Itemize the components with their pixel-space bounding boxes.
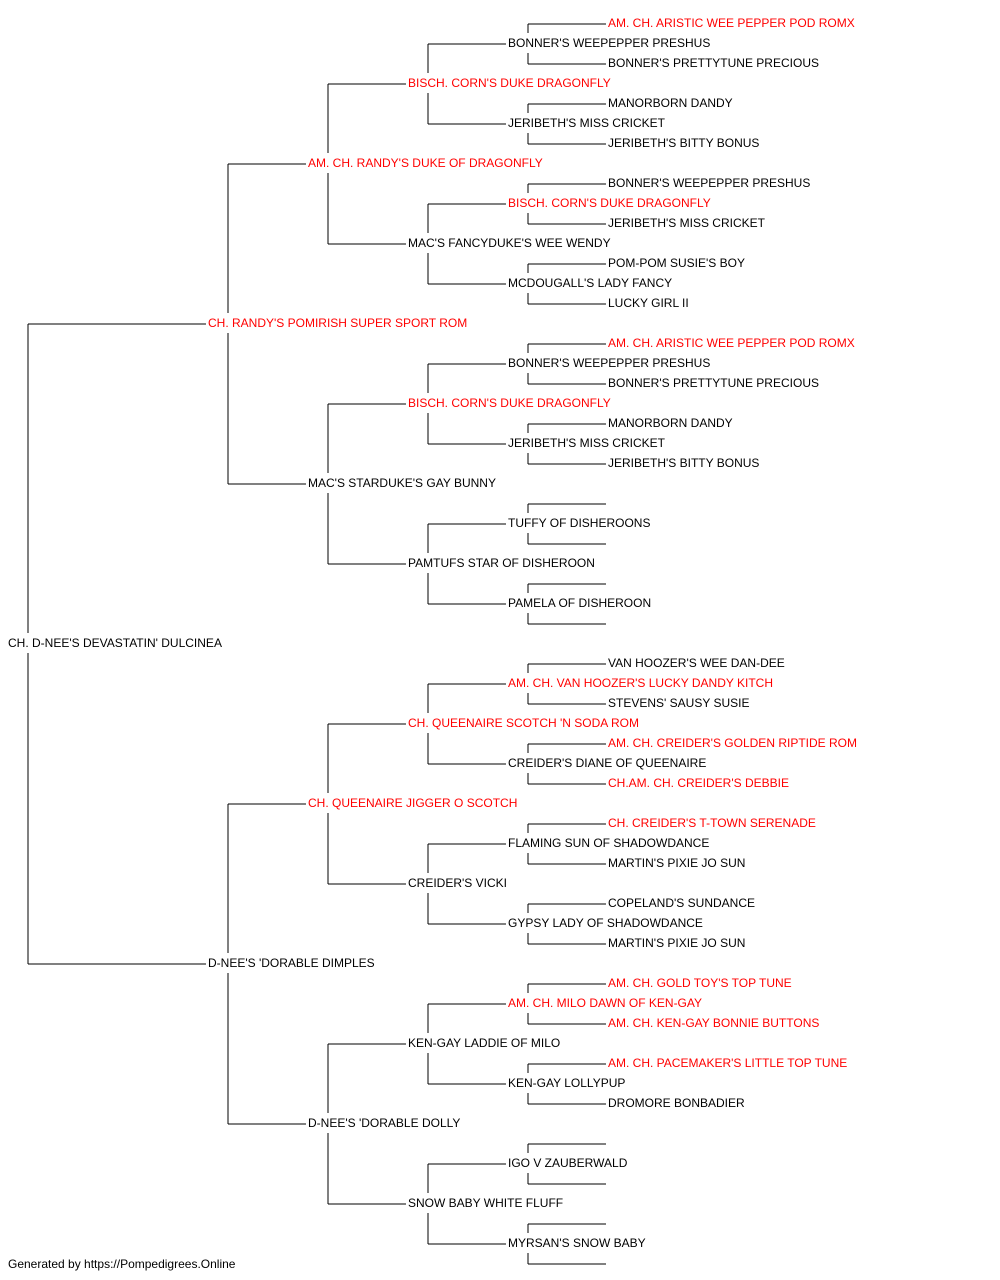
ancestor-gen4-name: BISCH. CORN'S DUKE DRAGONFLY <box>508 196 711 210</box>
great-grandparent-name: BISCH. CORN'S DUKE DRAGONFLY <box>408 76 611 90</box>
grandparent-name: CH. QUEENAIRE JIGGER O SCOTCH <box>308 796 518 810</box>
ancestor-gen5-name: JERIBETH'S BITTY BONUS <box>608 456 760 470</box>
ancestor-gen4-name: TUFFY OF DISHEROONS <box>508 516 651 530</box>
dam-name: D-NEE'S 'DORABLE DIMPLES <box>208 956 375 970</box>
grandparent-name: D-NEE'S 'DORABLE DOLLY <box>308 1116 461 1130</box>
ancestor-gen5-name: BONNER'S PRETTYTUNE PRECIOUS <box>608 56 819 70</box>
ancestor-gen5-name: COPELAND'S SUNDANCE <box>608 896 755 910</box>
ancestor-gen4-name: FLAMING SUN OF SHADOWDANCE <box>508 836 710 850</box>
grandparent-name: AM. CH. RANDY'S DUKE OF DRAGONFLY <box>308 156 543 170</box>
ancestor-gen4-name: MYRSAN'S SNOW BABY <box>508 1236 646 1250</box>
ancestor-gen4-name: JERIBETH'S MISS CRICKET <box>508 436 665 450</box>
ancestor-gen5-name: POM-POM SUSIE'S BOY <box>608 256 745 270</box>
great-grandparent-name: PAMTUFS STAR OF DISHEROON <box>408 556 595 570</box>
ancestor-gen5-name: MARTIN'S PIXIE JO SUN <box>608 856 746 870</box>
ancestor-gen5-name: VAN HOOZER'S WEE DAN-DEE <box>608 656 785 670</box>
ancestor-gen5-name: MANORBORN DANDY <box>608 416 733 430</box>
ancestor-gen5-name: LUCKY GIRL II <box>608 296 689 310</box>
ancestor-gen4-name: PAMELA OF DISHEROON <box>508 596 652 610</box>
great-grandparent-name: KEN-GAY LADDIE OF MILO <box>408 1036 561 1050</box>
ancestor-gen5-name: CH.AM. CH. CREIDER'S DEBBIE <box>608 776 789 790</box>
sire-name: CH. RANDY'S POMIRISH SUPER SPORT ROM <box>208 316 468 330</box>
ancestor-gen5-name: BONNER'S WEEPEPPER PRESHUS <box>608 176 811 190</box>
ancestor-gen5-name: AM. CH. ARISTIC WEE PEPPER POD ROMX <box>608 336 855 350</box>
ancestor-gen5-name: AM. CH. KEN-GAY BONNIE BUTTONS <box>608 1016 820 1030</box>
ancestor-gen4-name: BONNER'S WEEPEPPER PRESHUS <box>508 356 711 370</box>
subject-name: CH. D-NEE'S DEVASTATIN' DULCINEA <box>8 636 222 650</box>
ancestor-gen4-name: IGO V ZAUBERWALD <box>508 1156 628 1170</box>
ancestor-gen5-name: CH. CREIDER'S T-TOWN SERENADE <box>608 816 816 830</box>
ancestor-gen5-name: AM. CH. PACEMAKER'S LITTLE TOP TUNE <box>608 1056 848 1070</box>
ancestor-gen4-name: CREIDER'S DIANE OF QUEENAIRE <box>508 756 707 770</box>
great-grandparent-name: BISCH. CORN'S DUKE DRAGONFLY <box>408 396 611 410</box>
ancestor-gen5-name: AM. CH. CREIDER'S GOLDEN RIPTIDE ROM <box>608 736 857 750</box>
ancestor-gen4-name: KEN-GAY LOLLYPUP <box>508 1076 626 1090</box>
great-grandparent-name: SNOW BABY WHITE FLUFF <box>408 1196 564 1210</box>
ancestor-gen4-name: AM. CH. MILO DAWN OF KEN-GAY <box>508 996 703 1010</box>
ancestor-gen5-name: AM. CH. GOLD TOY'S TOP TUNE <box>608 976 792 990</box>
grandparent-name: MAC'S STARDUKE'S GAY BUNNY <box>308 476 496 490</box>
ancestor-gen4-name: MCDOUGALL'S LADY FANCY <box>508 276 673 290</box>
ancestor-gen5-name: AM. CH. ARISTIC WEE PEPPER POD ROMX <box>608 16 855 30</box>
ancestor-gen5-name: JERIBETH'S MISS CRICKET <box>608 216 765 230</box>
ancestor-gen4-name: AM. CH. VAN HOOZER'S LUCKY DANDY KITCH <box>508 676 774 690</box>
great-grandparent-name: CREIDER'S VICKI <box>408 876 507 890</box>
ancestor-gen5-name: MARTIN'S PIXIE JO SUN <box>608 936 746 950</box>
great-grandparent-name: MAC'S FANCYDUKE'S WEE WENDY <box>408 236 611 250</box>
footer-credit: Generated by https://Pompedigrees.Online <box>8 1257 236 1271</box>
ancestor-gen5-name: BONNER'S PRETTYTUNE PRECIOUS <box>608 376 819 390</box>
ancestor-gen5-name: JERIBETH'S BITTY BONUS <box>608 136 760 150</box>
ancestor-gen5-name: STEVENS' SAUSY SUSIE <box>608 696 750 710</box>
ancestor-gen5-name: DROMORE BONBADIER <box>608 1096 745 1110</box>
ancestor-gen4-name: GYPSY LADY OF SHADOWDANCE <box>508 916 703 930</box>
ancestor-gen4-name: JERIBETH'S MISS CRICKET <box>508 116 665 130</box>
ancestor-gen4-name: BONNER'S WEEPEPPER PRESHUS <box>508 36 711 50</box>
ancestor-gen5-name: MANORBORN DANDY <box>608 96 733 110</box>
great-grandparent-name: CH. QUEENAIRE SCOTCH 'N SODA ROM <box>408 716 639 730</box>
